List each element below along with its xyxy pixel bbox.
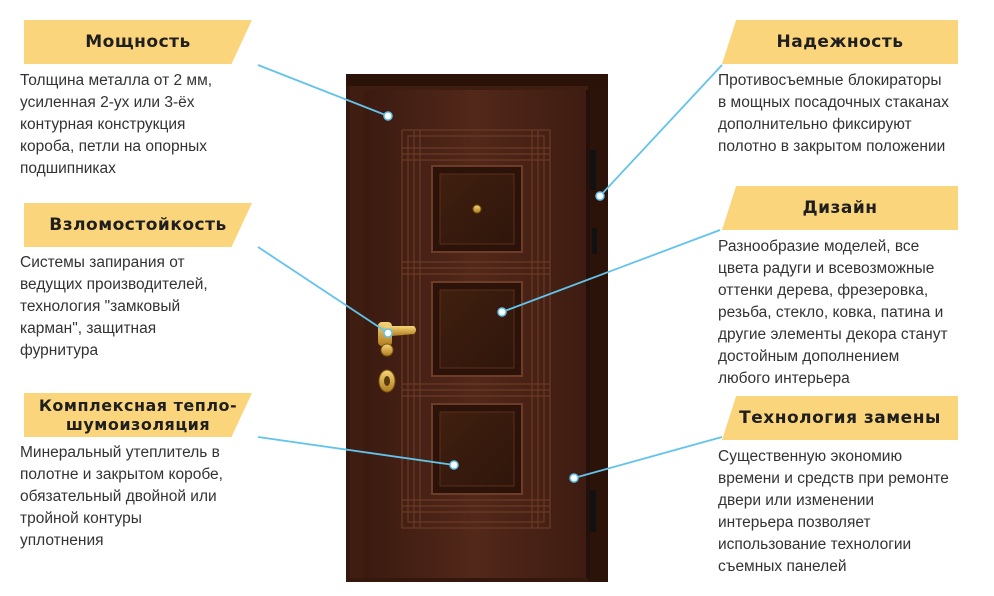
burglary-description: Системы запирания от ведущих производите…: [20, 254, 208, 359]
replacement-title-banner: Технология замены: [722, 396, 958, 440]
insulation-title-line-2: шумоизоляция: [65, 415, 211, 434]
peephole: [472, 204, 482, 214]
reliability-description: Противосъемные блокираторы в мощных поса…: [718, 72, 949, 155]
power-description: Толщина металла от 2 мм, усиленная 2-ух …: [20, 72, 213, 177]
insulation-title-line-1: Комплексная тепло-: [38, 396, 238, 415]
design-description: Разнообразие моделей, все цвета радуги и…: [718, 238, 948, 387]
design-title-banner: Дизайн: [722, 186, 958, 230]
insulation-description: Минеральный утеплитель в полотне и закры…: [20, 444, 223, 549]
burglary-title-banner: Взломостойкость: [24, 203, 252, 247]
power-title-banner: Мощность: [24, 20, 252, 64]
insulation-title-banner: Комплексная тепло- шумоизоляция: [24, 393, 252, 437]
burglary-title: Взломостойкость: [49, 215, 227, 235]
reliability-title: Надежность: [776, 32, 904, 52]
design-title: Дизайн: [802, 198, 878, 218]
door-panels: [431, 165, 523, 495]
replacement-description: Существенную экономию времени и средств …: [718, 448, 949, 575]
power-title: Мощность: [85, 32, 191, 52]
reliability-title-banner: Надежность: [722, 20, 958, 64]
keyhole-icon: [380, 343, 394, 357]
replacement-title: Технология замены: [739, 408, 941, 428]
